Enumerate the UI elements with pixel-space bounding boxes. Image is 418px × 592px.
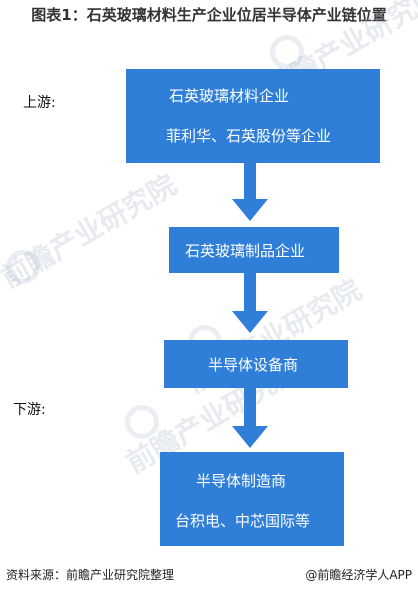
node-line-primary: 石英玻璃材料企业 <box>169 87 290 105</box>
source-note: 资料来源：前瞻产业研究院整理 <box>6 568 175 582</box>
node-line-primary: 石英玻璃制品企业 <box>185 242 306 260</box>
stage-label-downstream: 下游: <box>13 402 46 418</box>
diagram-title: 图表1：石英玻璃材料生产企业位居半导体产业链位置 <box>31 6 387 24</box>
watermark-logo-icon <box>125 405 159 439</box>
node-line-primary: 半导体设备商 <box>208 356 299 374</box>
node-line-secondary: 台积电、中芯国际等 <box>175 512 311 530</box>
node-quartz-product-companies: 石英玻璃制品企业 <box>169 227 339 273</box>
node-semiconductor-manufacturers: 半导体制造商 台积电、中芯国际等 <box>160 452 344 546</box>
flow-arrow-2 <box>232 273 268 333</box>
stage-label-upstream: 上游: <box>23 95 56 111</box>
brand-credit: @前瞻经济学人APP <box>305 568 412 582</box>
flow-arrow-3 <box>232 388 268 448</box>
flow-arrow-1 <box>232 163 268 221</box>
watermark-logo-icon <box>6 250 40 284</box>
node-semiconductor-equipment-makers: 半导体设备商 <box>164 340 348 388</box>
node-line-primary: 半导体制造商 <box>196 472 287 490</box>
node-line-secondary: 菲利华、石英股份等企业 <box>166 127 332 145</box>
node-quartz-material-companies: 石英玻璃材料企业 菲利华、石英股份等企业 <box>126 69 380 163</box>
watermark-logo-icon <box>270 35 304 69</box>
